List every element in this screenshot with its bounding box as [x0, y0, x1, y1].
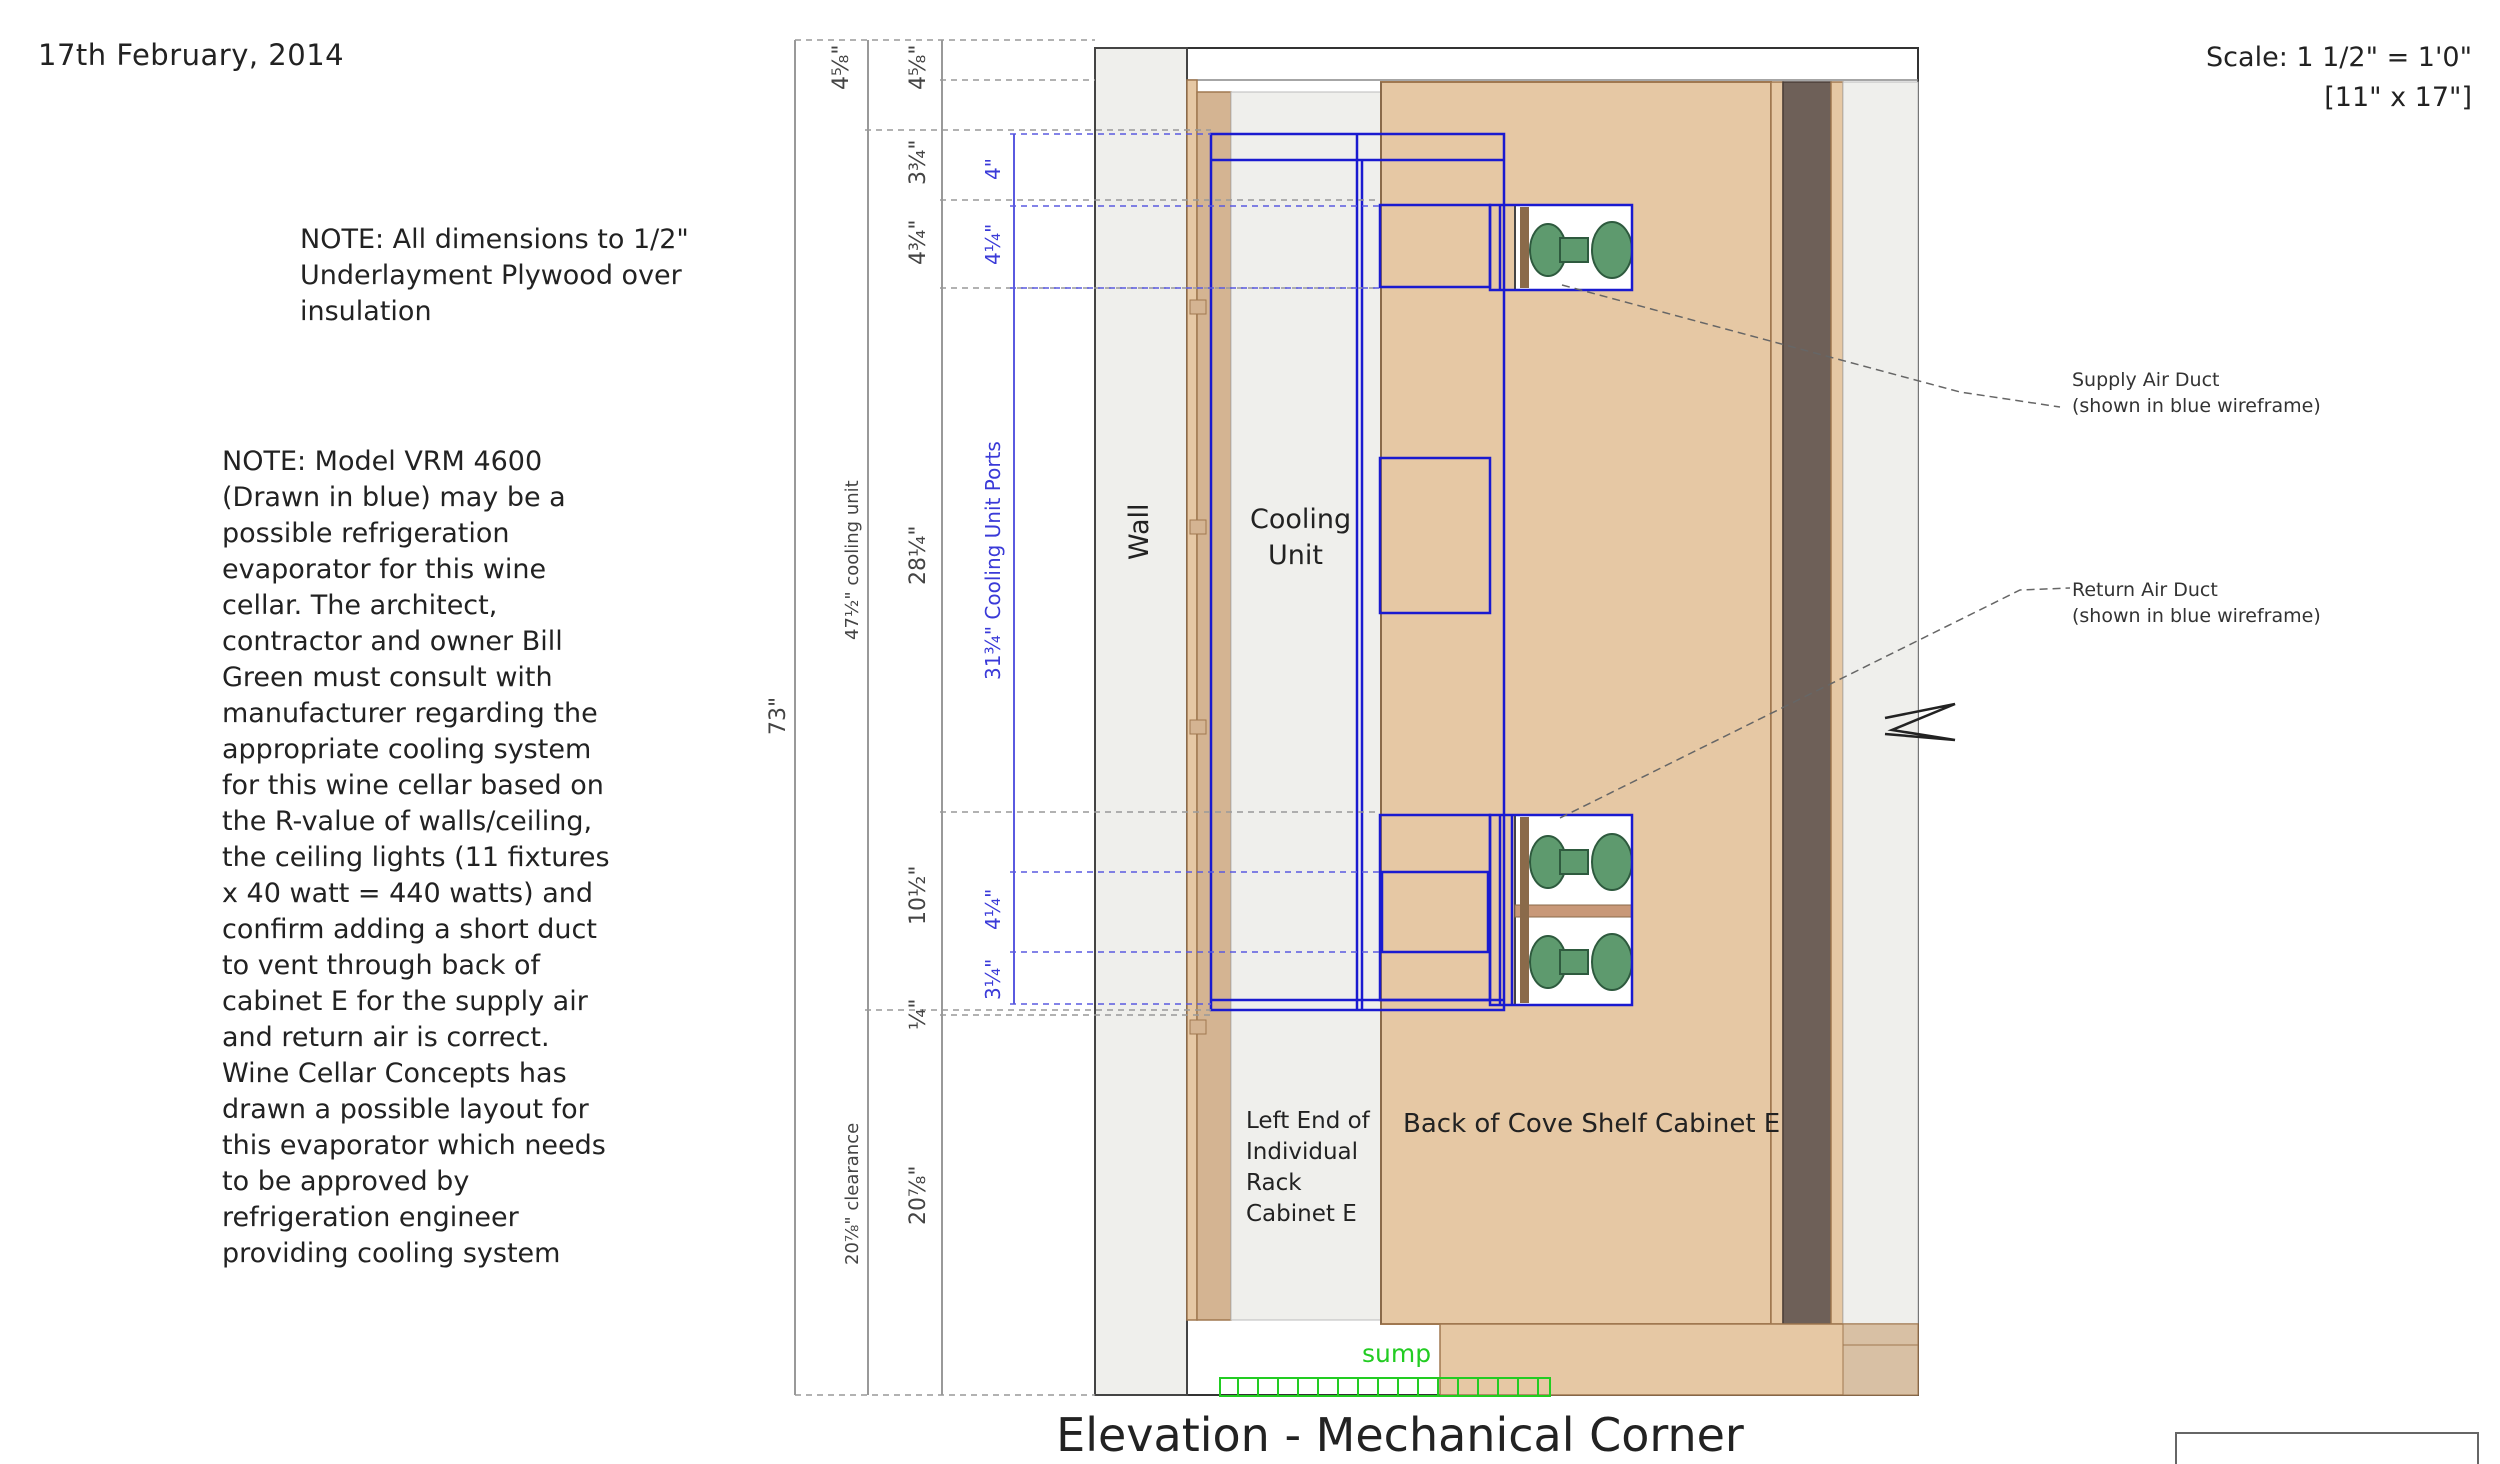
left-end-label-line1: Left End of: [1246, 1108, 1371, 1134]
dim-cooling-unit-total: 47½" cooling unit: [842, 480, 863, 640]
cooling-unit-wireframe: [1209, 132, 1634, 1012]
sump-label: sump: [1362, 1339, 1431, 1368]
dimension-verticals: [794, 40, 943, 1395]
back-cove-label: Back of Cove Shelf Cabinet E: [1403, 1109, 1780, 1139]
dim-4-3-4: 4¾": [906, 220, 931, 265]
wall: [1094, 47, 1188, 1396]
rack-end-panel: [1230, 91, 1382, 1321]
dim-4-5-8-inner: 4⅝": [906, 45, 931, 90]
right-wall-panel: [1842, 81, 1919, 1325]
note-cooling-model: NOTE: Model VRM 4600 (Drawn in blue) may…: [222, 446, 610, 1269]
rack-peg: [1189, 1019, 1207, 1035]
cooling-unit-label-line1: Cooling: [1250, 504, 1351, 535]
blue-dim-3-1-4: 3¼": [981, 959, 1005, 1000]
rack-side-strip: [1196, 91, 1232, 1321]
rack-edge-strip: [1186, 79, 1198, 1321]
blue-dim-4: 4": [981, 158, 1005, 180]
left-end-label-line3: Rack: [1246, 1170, 1302, 1196]
blue-dim-4-1-4-lower: 4¼": [981, 889, 1005, 930]
return-callout-title: Return Air Duct: [2072, 579, 2218, 601]
blue-dimension-lines: [1010, 133, 1380, 1005]
return-leader: [1559, 587, 2071, 819]
blue-dim-ports: 31¾" Cooling Unit Ports: [981, 441, 1005, 680]
cabinet-edge-strip: [1830, 81, 1844, 1325]
supply-leader: [1561, 284, 2061, 408]
break-symbol: [1884, 702, 1956, 742]
title-block-edge: [2175, 1432, 2479, 1464]
upper-bottle-rack: [1514, 204, 1633, 291]
dim-10-1-2: 10½": [906, 866, 931, 925]
dim-1-4: ¼": [906, 999, 931, 1030]
blue-dim-4-1-4-upper: 4¼": [981, 224, 1005, 265]
wall-label: Wall: [1124, 503, 1155, 560]
paper-size: [11" x 17"]: [2324, 82, 2472, 113]
floor-block: [1842, 1323, 1919, 1396]
rack-peg: [1189, 519, 1207, 535]
dimension-lines: [795, 39, 1380, 1396]
drawing-scale: Scale: 1 1/2" = 1'0" [11" x 17"]: [2206, 38, 2472, 118]
dim-overall: 73": [766, 697, 791, 735]
rack-peg: [1189, 719, 1207, 735]
toe-kick: [1439, 1323, 1919, 1396]
dim-4-5-8-outer: 4⅝": [829, 45, 854, 90]
left-end-label-line4: Cabinet E: [1246, 1201, 1357, 1227]
sump-grate: [1219, 1377, 1551, 1397]
rack-peg: [1189, 299, 1207, 315]
dim-28-1-4: 28¼": [906, 526, 931, 585]
supply-callout-title: Supply Air Duct: [2072, 369, 2220, 391]
supply-callout-note: (shown in blue wireframe): [2072, 395, 2321, 417]
dim-clearance: 20⅞" clearance: [842, 1123, 863, 1265]
lower-bottle-rack: [1514, 814, 1633, 1006]
dim-20-7-8: 20⅞": [906, 1166, 931, 1225]
scale-ratio: Scale: 1 1/2" = 1'0": [2206, 42, 2472, 73]
left-end-label-line2: Individual: [1246, 1139, 1358, 1165]
return-callout-note: (shown in blue wireframe): [2072, 605, 2321, 627]
supply-air-duct-callout: Supply Air Duct (shown in blue wireframe…: [2072, 367, 2321, 419]
return-air-duct-callout: Return Air Duct (shown in blue wireframe…: [2072, 577, 2321, 629]
cooling-unit-label-line2: Unit: [1268, 540, 1323, 571]
note-dimensions: NOTE: All dimensions to 1/2" Underlaymen…: [300, 224, 689, 327]
drawing-title: Elevation - Mechanical Corner: [1056, 1408, 1744, 1462]
dim-3-3-4: 3¾": [906, 140, 931, 185]
drawing-date: 17th February, 2014: [38, 38, 345, 72]
dark-post: [1782, 81, 1832, 1325]
